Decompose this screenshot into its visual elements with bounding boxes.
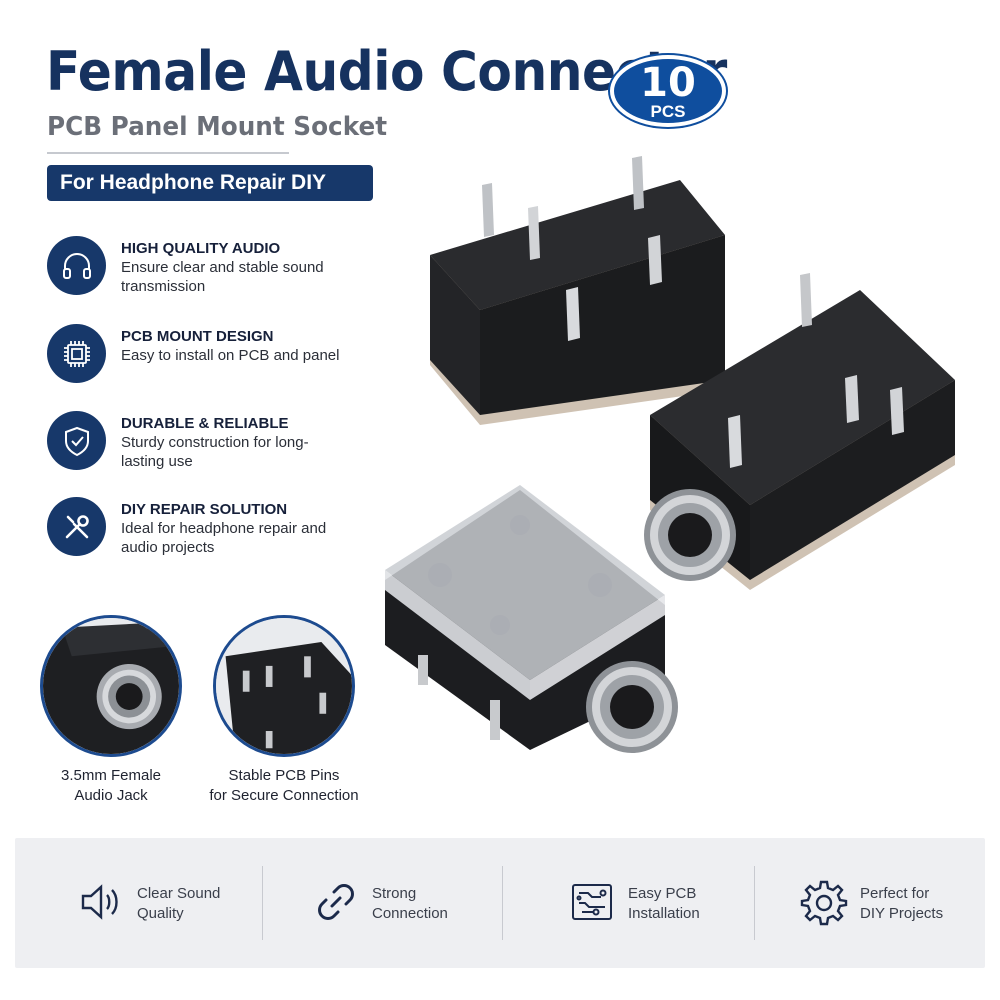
feature-description: Ideal for headphone repair and audio pro… [121,520,327,556]
pcb-pin [490,700,500,740]
bottom-feature-bar: Clear Sound Quality Strong Connection Ea… [15,838,985,968]
feature-description: Easy to install on PCB and panel [121,347,340,364]
bottom-divider [754,866,755,940]
feature-title: HIGH QUALITY AUDIO [121,240,281,257]
pcb-chip-icon [47,324,106,383]
pcb-pin [845,375,859,423]
bottom-item-line1: Clear Sound [137,885,221,902]
bottom-item-line1: Perfect for [860,885,930,902]
feature-title: PCB MOUNT DESIGN [121,328,274,345]
feature-pcb-mount-design: PCB MOUNT DESIGN Easy to install on PCB … [47,324,377,388]
pcb-pin [566,287,580,341]
bottom-divider [502,866,503,940]
feature-description: Sturdy construction for long-lasting use [121,434,309,470]
jack-closeup-thumbnail [40,615,182,757]
badge-unit: PCS [650,102,686,121]
connector-product-image-3 [385,485,678,753]
thumbnail-caption-jack: 3.5mm Female Audio Jack [60,767,162,804]
bottom-item-line1: Easy PCB [628,885,697,902]
badge-number: 10 [640,60,696,106]
bottom-item-line2: DIY Projects [860,905,944,922]
pcb-pin [800,273,812,327]
speaker-icon [81,884,118,920]
connector-product-image-2 [644,273,955,590]
link-icon [318,884,354,920]
feature-durable-reliable: DURABLE & RELIABLE Sturdy construction f… [47,411,377,475]
quantity-badge: 10 PCS [610,55,726,127]
subtitle-divider [47,152,289,154]
bottom-divider [262,866,263,940]
feature-title: DURABLE & RELIABLE [121,415,289,432]
pcb-pin [648,235,662,285]
pcb-pin [418,655,428,685]
bottom-item-line2: Installation [628,905,700,922]
pcb-pin [890,387,904,435]
shield-check-icon [47,411,106,470]
pcb-pin [728,415,742,468]
feature-diy-repair: DIY REPAIR SOLUTION Ideal for headphone … [47,497,377,561]
pcb-pin [528,206,540,260]
feature-title: DIY REPAIR SOLUTION [121,501,288,518]
circuit-board-icon [572,884,612,920]
bottom-item-line2: Connection [372,905,448,922]
page-subtitle: PCB Panel Mount Socket [47,112,388,142]
pcb-pins-thumbnail [213,615,355,757]
wrench-screwdriver-icon [47,497,106,556]
headphones-icon [47,236,106,295]
gear-icon [800,880,848,926]
bottom-item-line1: Strong [372,885,417,902]
feature-high-quality-audio: HIGH QUALITY AUDIO Ensure clear and stab… [47,236,377,300]
thumbnail-caption-pins: Stable PCB Pins for Secure Connection [209,767,359,804]
pcb-pin [482,183,494,237]
bottom-item-line2: Quality [137,905,184,922]
pcb-pin [632,156,644,210]
tagline-banner: For Headphone Repair DIY [47,165,373,201]
feature-description: Ensure clear and stable sound transmissi… [121,259,324,295]
connector-product-image-1 [430,156,725,425]
